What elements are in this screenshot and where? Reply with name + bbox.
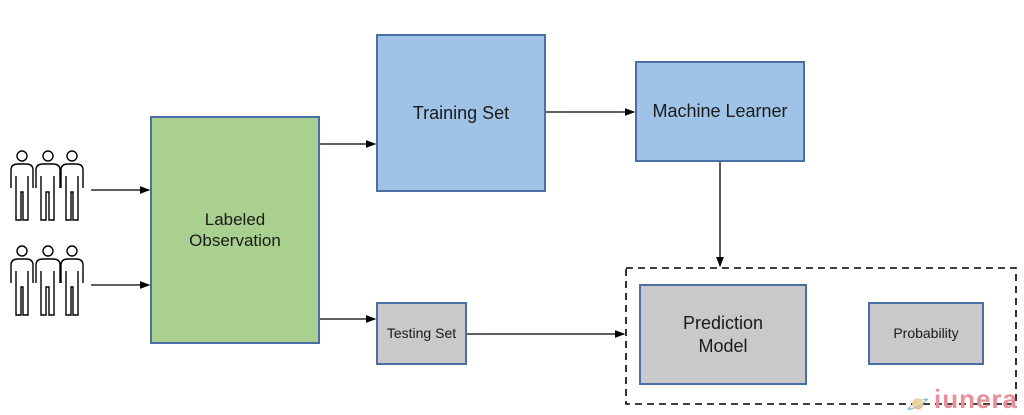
people-group-icon (10, 245, 84, 316)
watermark-logo: 🪐 iunera (907, 384, 1018, 415)
labeled-observation-label: Labeled Observation (189, 209, 281, 250)
machine-learner-box: Machine Learner (635, 61, 805, 162)
watermark-text: iunera (933, 384, 1018, 414)
planet-logo-icon: 🪐 (906, 394, 930, 414)
machine-learner-label: Machine Learner (652, 101, 788, 122)
prediction-model-label: Prediction Model (682, 313, 764, 356)
training-set-box: Training Set (376, 34, 546, 192)
prediction-model-box: Prediction Model (639, 284, 807, 385)
testing-set-box: Testing Set (376, 302, 467, 365)
probability-label: Probability (893, 324, 959, 341)
training-set-label: Training Set (412, 102, 510, 123)
model-group-dashed-border (625, 267, 1017, 405)
testing-set-label: Testing Set (386, 324, 457, 341)
probability-box: Probability (868, 302, 984, 365)
labeled-observation-box: Labeled Observation (150, 116, 320, 344)
people-group-icon (10, 150, 84, 221)
